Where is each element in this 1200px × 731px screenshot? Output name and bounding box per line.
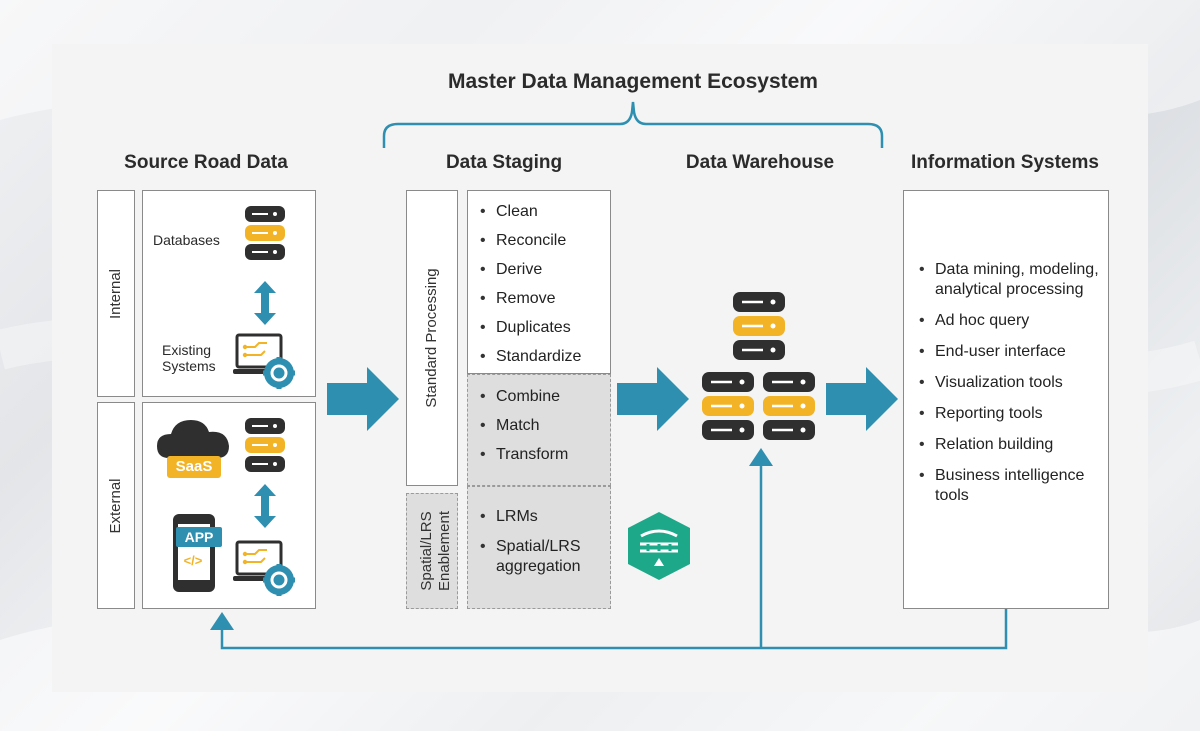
existing-systems-label-2: Systems [162, 358, 216, 374]
info-item: Business intelligence tools [913, 466, 1099, 506]
staging-item: Duplicates [474, 313, 581, 342]
staging-item: LRMs [474, 502, 606, 531]
ecosystem-brace [382, 101, 884, 148]
double-arrow-icon [254, 281, 276, 325]
internal-label-box [97, 190, 135, 397]
code-icon: </> [183, 553, 203, 568]
information-systems-list: Data mining, modeling, analytical proces… [913, 260, 1099, 517]
staging-item: Reconcile [474, 226, 581, 255]
spatial-label-box [406, 493, 458, 609]
staging-item: Match [474, 411, 568, 440]
databases-label: Databases [153, 232, 220, 248]
info-item: Ad hoc query [913, 311, 1099, 331]
app-badge: APP [176, 527, 222, 547]
staging-group-3-list: LRMs Spatial/LRS aggregation [474, 502, 606, 577]
staging-group-2-list: Combine Match Transform [474, 382, 568, 469]
database-icon [245, 418, 285, 472]
flow-arrow-source-to-staging [327, 367, 399, 431]
staging-item: Remove [474, 284, 581, 313]
info-item: End-user interface [913, 342, 1099, 362]
data-warehouse-icon [702, 292, 815, 440]
laptop-gear-icon [233, 333, 295, 389]
double-arrow-icon [254, 484, 276, 528]
staging-item: Transform [474, 440, 568, 469]
saas-cloud-icon [157, 420, 229, 458]
header-data-staging: Data Staging [445, 152, 563, 173]
header-source-road-data: Source Road Data [124, 152, 288, 173]
header-data-warehouse: Data Warehouse [685, 152, 835, 173]
existing-systems-label-1: Existing [162, 342, 212, 358]
flow-arrow-warehouse-to-info [826, 367, 898, 431]
standard-processing-label-box [406, 190, 458, 486]
saas-badge: SaaS [167, 456, 221, 478]
header-information-systems: Information Systems [911, 152, 1099, 173]
spatial-logo-icon [628, 512, 690, 580]
staging-item: Combine [474, 382, 568, 411]
info-item: Visualization tools [913, 373, 1099, 393]
diagram-title: Master Data Management Ecosystem [448, 70, 818, 93]
laptop-gear-icon [233, 540, 295, 596]
staging-group-1-list: Clean Reconcile Derive Remove Duplicates… [474, 197, 581, 371]
info-item: Data mining, modeling, analytical proces… [913, 260, 1099, 300]
info-item: Relation building [913, 435, 1099, 455]
staging-item: Standardize [474, 342, 581, 371]
staging-item: Clean [474, 197, 581, 226]
staging-item: Derive [474, 255, 581, 284]
staging-item: Spatial/LRS aggregation [474, 537, 606, 577]
external-label-box [97, 402, 135, 609]
database-icon [245, 206, 285, 260]
flow-arrow-staging-to-warehouse [617, 367, 689, 431]
info-item: Reporting tools [913, 404, 1099, 424]
